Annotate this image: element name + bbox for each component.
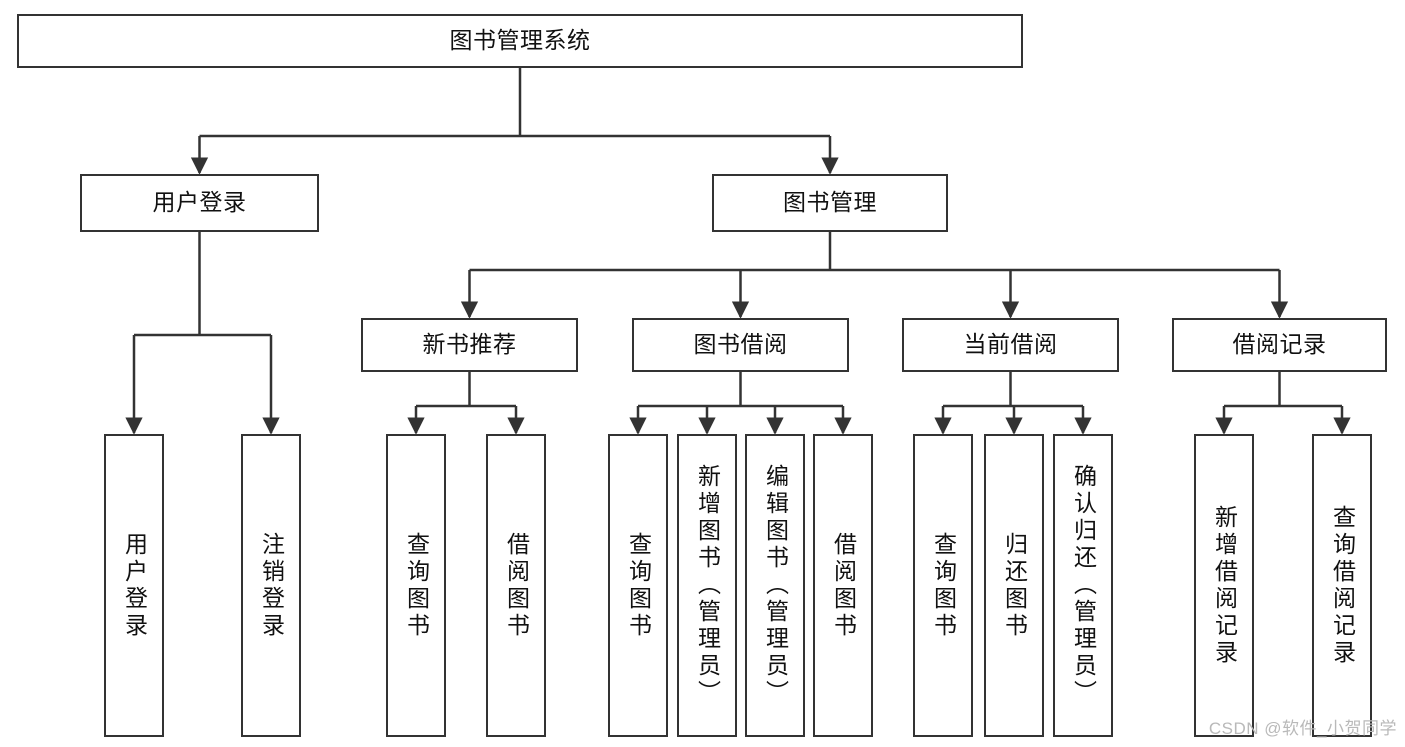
node-label: 用户登录: [121, 531, 148, 640]
node-leaf6[interactable]: 新增图书（管理员）: [677, 434, 737, 737]
node-bookmgmt[interactable]: 图书管理: [712, 174, 948, 232]
node-label: 查询图书: [625, 531, 652, 640]
node-newbook[interactable]: 新书推荐: [361, 318, 578, 372]
node-label: 用户登录: [152, 189, 247, 216]
node-leaf8[interactable]: 借阅图书: [813, 434, 873, 737]
node-label: 注销登录: [258, 531, 285, 640]
node-label: 图书管理系统: [449, 27, 591, 54]
node-label: 新增图书（管理员）: [694, 464, 721, 707]
node-label: 查询图书: [930, 531, 957, 640]
node-leaf9[interactable]: 查询图书: [913, 434, 973, 737]
node-label: 查询借阅记录: [1329, 504, 1356, 667]
node-leaf12[interactable]: 新增借阅记录: [1194, 434, 1254, 737]
node-leaf2[interactable]: 注销登录: [241, 434, 301, 737]
node-label: 编辑图书（管理员）: [762, 464, 789, 707]
node-leaf4[interactable]: 借阅图书: [486, 434, 546, 737]
node-borrow[interactable]: 图书借阅: [632, 318, 849, 372]
node-records[interactable]: 借阅记录: [1172, 318, 1387, 372]
node-current[interactable]: 当前借阅: [902, 318, 1119, 372]
node-leaf10[interactable]: 归还图书: [984, 434, 1044, 737]
node-leaf3[interactable]: 查询图书: [386, 434, 446, 737]
node-label: 图书管理: [783, 189, 877, 216]
node-label: 借阅记录: [1232, 331, 1327, 358]
node-root[interactable]: 图书管理系统: [17, 14, 1023, 68]
node-leaf13[interactable]: 查询借阅记录: [1312, 434, 1372, 737]
node-label: 归还图书: [1001, 531, 1028, 640]
node-label: 查询图书: [403, 531, 430, 640]
node-leaf1[interactable]: 用户登录: [104, 434, 164, 737]
node-label: 借阅图书: [830, 531, 857, 640]
watermark-text: CSDN @软件_小贺同学: [1208, 719, 1397, 738]
node-login[interactable]: 用户登录: [80, 174, 319, 232]
node-leaf7[interactable]: 编辑图书（管理员）: [745, 434, 805, 737]
node-label: 新书推荐: [422, 331, 517, 358]
node-label: 借阅图书: [503, 531, 530, 640]
node-label: 当前借阅: [963, 331, 1058, 358]
node-leaf11[interactable]: 确认归还（管理员）: [1053, 434, 1113, 737]
node-label: 图书借阅: [693, 331, 788, 358]
node-label: 确认归还（管理员）: [1070, 464, 1097, 707]
node-leaf5[interactable]: 查询图书: [608, 434, 668, 737]
node-label: 新增借阅记录: [1211, 504, 1238, 667]
